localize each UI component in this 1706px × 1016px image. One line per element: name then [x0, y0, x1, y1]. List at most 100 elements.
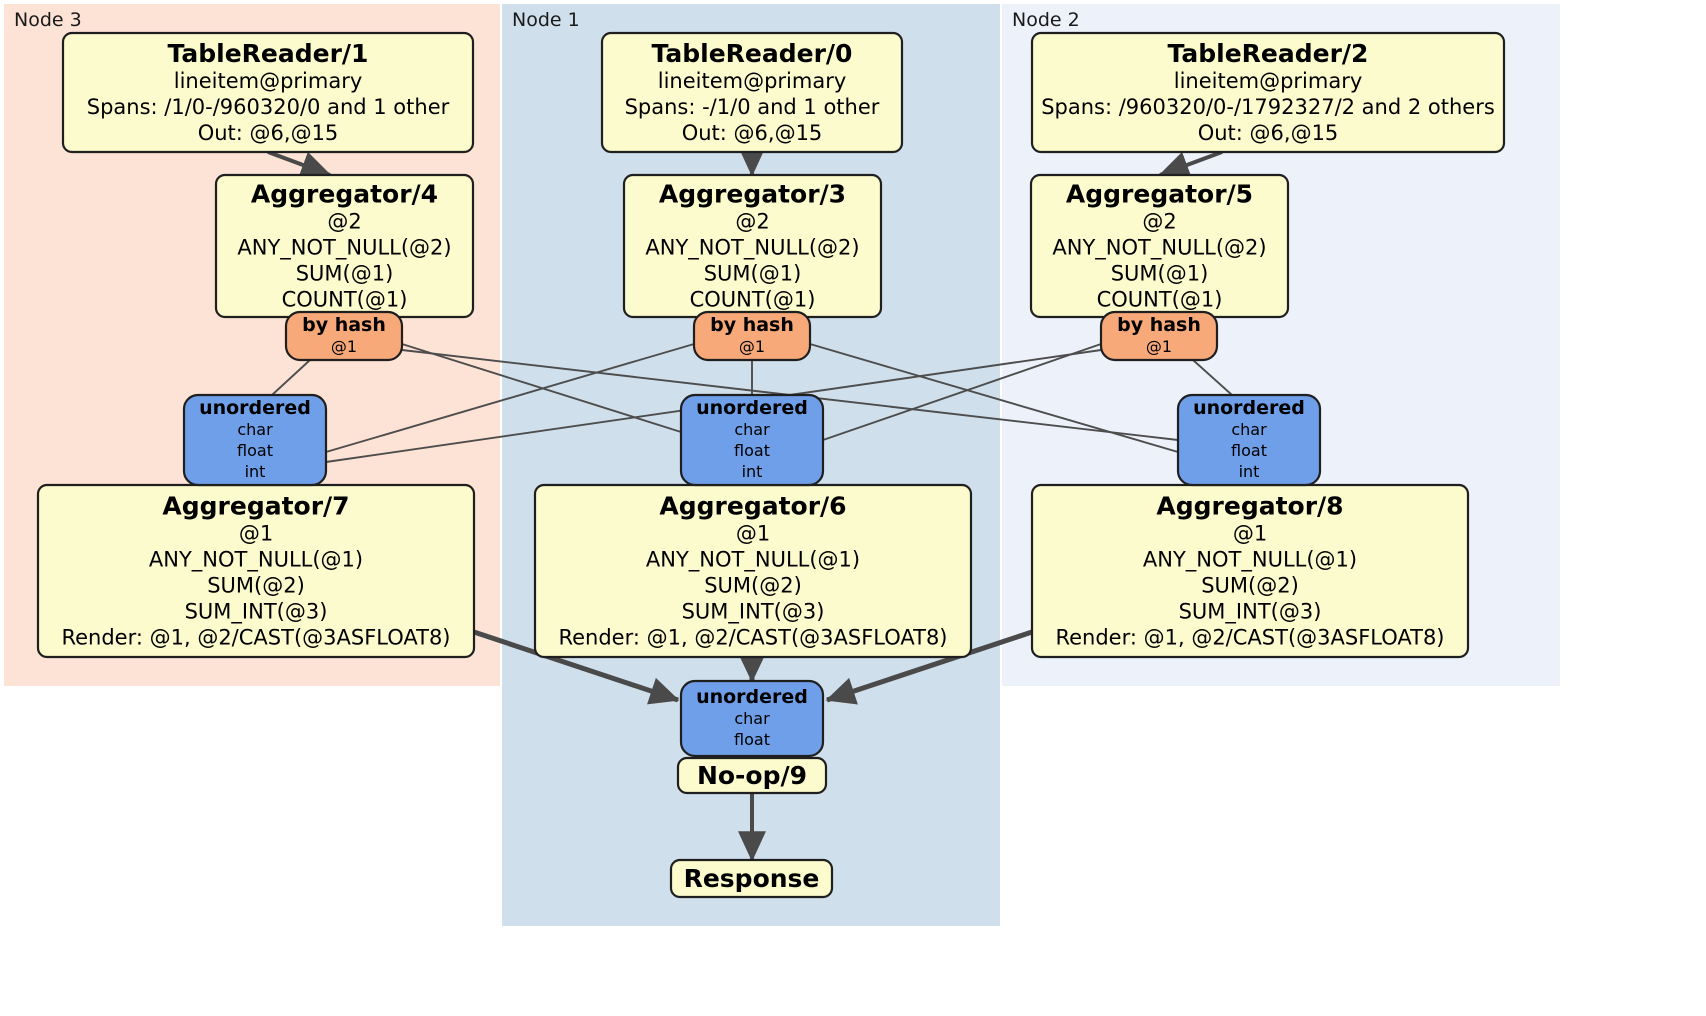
processor-aggregator-4[interactable]: Aggregator/4@2ANY_NOT_NULL(@2)SUM(@1)COU…: [214, 173, 475, 319]
box-detail-line: @2: [327, 210, 361, 234]
processor-aggregator-7[interactable]: Aggregator/7@1ANY_NOT_NULL(@1)SUM(@2)SUM…: [36, 483, 476, 659]
box-detail-line: @1: [736, 522, 770, 546]
box-title: Response: [684, 864, 820, 893]
box-detail-line: @1: [1146, 337, 1172, 356]
panel-label: Node 3: [14, 9, 82, 31]
box-detail-line: lineitem@primary: [174, 69, 363, 93]
box-title: Aggregator/3: [659, 180, 846, 209]
router-by-hash-4[interactable]: by hash@1: [284, 310, 404, 362]
box-detail-line: COUNT(@1): [282, 288, 408, 312]
box-detail-line: char: [1231, 420, 1267, 439]
panel-label: Node 1: [512, 9, 580, 31]
box-shape[interactable]: [669, 858, 834, 899]
box-detail-line: Render: @1, @2/CAST(@3ASFLOAT8): [61, 626, 450, 650]
box-shape[interactable]: [1099, 310, 1219, 362]
box-detail-line: ANY_NOT_NULL(@2): [645, 236, 859, 261]
box-title: Aggregator/4: [251, 180, 438, 209]
box-detail-line: @2: [735, 210, 769, 234]
box-detail-line: SUM(@1): [704, 262, 802, 286]
box-detail-line: Spans: /1/0-/960320/0 and 1 other: [87, 95, 450, 119]
box-shape[interactable]: [61, 31, 475, 154]
box-detail-line: int: [742, 462, 763, 481]
box-detail-line: COUNT(@1): [1097, 288, 1223, 312]
processor-aggregator-6[interactable]: Aggregator/6@1ANY_NOT_NULL(@1)SUM(@2)SUM…: [533, 483, 973, 659]
box-title: by hash: [302, 314, 386, 336]
box-detail-line: lineitem@primary: [1174, 69, 1363, 93]
box-title: TableReader/1: [168, 39, 369, 68]
box-shape[interactable]: [676, 756, 828, 795]
box-shape[interactable]: [679, 393, 825, 487]
edge-hash5-un6: [822, 343, 1102, 441]
box-title: unordered: [696, 686, 808, 708]
box-title: TableReader/2: [1168, 39, 1369, 68]
box-detail-line: @1: [239, 522, 273, 546]
box-title: No-op/9: [697, 761, 807, 790]
box-detail-line: float: [237, 441, 273, 460]
box-detail-line: lineitem@primary: [658, 69, 847, 93]
edge-hash3-un8: [809, 343, 1179, 453]
box-shape[interactable]: [1030, 31, 1506, 154]
box-detail-line: SUM(@2): [704, 574, 802, 598]
box-detail-line: Out: @6,@15: [198, 121, 339, 145]
edge-tr1-agg4: [267, 150, 332, 179]
box-detail-line: Render: @1, @2/CAST(@3ASFLOAT8): [1055, 626, 1444, 650]
edge-agg7-final: [473, 629, 680, 705]
box-detail-line: Spans: -/1/0 and 1 other: [625, 95, 880, 119]
box-detail-line: Render: @1, @2/CAST(@3ASFLOAT8): [558, 626, 947, 650]
box-detail-line: Spans: /960320/0-/1792327/2 and 2 others: [1041, 95, 1495, 119]
box-detail-line: ANY_NOT_NULL(@2): [1052, 236, 1266, 261]
processor-aggregator-5[interactable]: Aggregator/5@2ANY_NOT_NULL(@2)SUM(@1)COU…: [1029, 173, 1290, 319]
box-title: Aggregator/7: [162, 492, 349, 521]
box-title: Aggregator/6: [659, 492, 846, 521]
box-detail-line: char: [237, 420, 273, 439]
box-detail-line: SUM(@2): [1201, 574, 1299, 598]
box-detail-line: @1: [739, 337, 765, 356]
edge-hash5-un8: [1192, 359, 1233, 396]
box-title: unordered: [696, 397, 808, 419]
box-detail-line: COUNT(@1): [690, 288, 816, 312]
processor-aggregator-3[interactable]: Aggregator/3@2ANY_NOT_NULL(@2)SUM(@1)COU…: [622, 173, 883, 319]
box-detail-line: Out: @6,@15: [682, 121, 823, 145]
box-detail-line: ANY_NOT_NULL(@1): [1143, 548, 1357, 573]
box-shape[interactable]: [1176, 393, 1322, 487]
processor-aggregator-8[interactable]: Aggregator/8@1ANY_NOT_NULL(@1)SUM(@2)SUM…: [1030, 483, 1470, 659]
box-shape[interactable]: [692, 310, 812, 362]
box-title: by hash: [1117, 314, 1201, 336]
box-detail-line: SUM(@2): [207, 574, 305, 598]
box-detail-line: @1: [331, 337, 357, 356]
box-shape[interactable]: [284, 310, 404, 362]
edge-hash4-un7: [271, 359, 311, 396]
edge-hash3-un7: [325, 343, 695, 453]
box-detail-line: ANY_NOT_NULL(@2): [237, 236, 451, 261]
box-detail-line: @2: [1142, 210, 1176, 234]
box-detail-line: char: [734, 420, 770, 439]
box-detail-line: float: [734, 441, 770, 460]
box-detail-line: char: [734, 709, 770, 728]
box-title: Aggregator/5: [1066, 180, 1253, 209]
box-detail-line: @1: [1233, 522, 1267, 546]
box-shape[interactable]: [182, 393, 328, 487]
box-detail-line: SUM_INT(@3): [682, 600, 825, 625]
box-detail-line: ANY_NOT_NULL(@1): [149, 548, 363, 573]
box-title: by hash: [710, 314, 794, 336]
edge-tr2-agg5: [1158, 150, 1223, 179]
processor-response[interactable]: Response: [669, 858, 834, 899]
box-shape[interactable]: [679, 679, 825, 758]
box-detail-line: ANY_NOT_NULL(@1): [646, 548, 860, 573]
router-by-hash-5[interactable]: by hash@1: [1099, 310, 1219, 362]
box-detail-line: int: [1239, 462, 1260, 481]
edges-layer: [267, 146, 1233, 862]
processor-no-op-9[interactable]: No-op/9: [676, 756, 828, 795]
box-shape[interactable]: [600, 31, 904, 154]
router-by-hash-3[interactable]: by hash@1: [692, 310, 812, 362]
